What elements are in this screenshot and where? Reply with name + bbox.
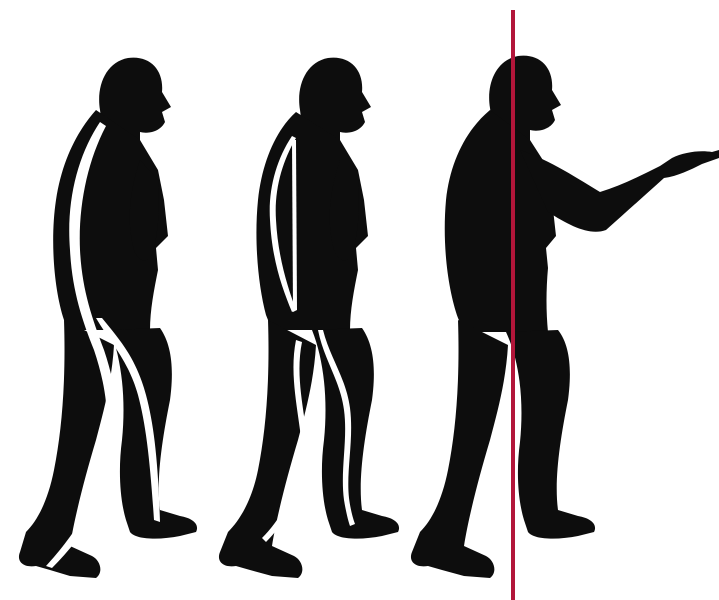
figure-1-silhouette <box>19 58 197 578</box>
figure-3-silhouette <box>411 56 719 578</box>
plumb-line <box>511 10 515 600</box>
figure-2-silhouette <box>219 58 399 578</box>
